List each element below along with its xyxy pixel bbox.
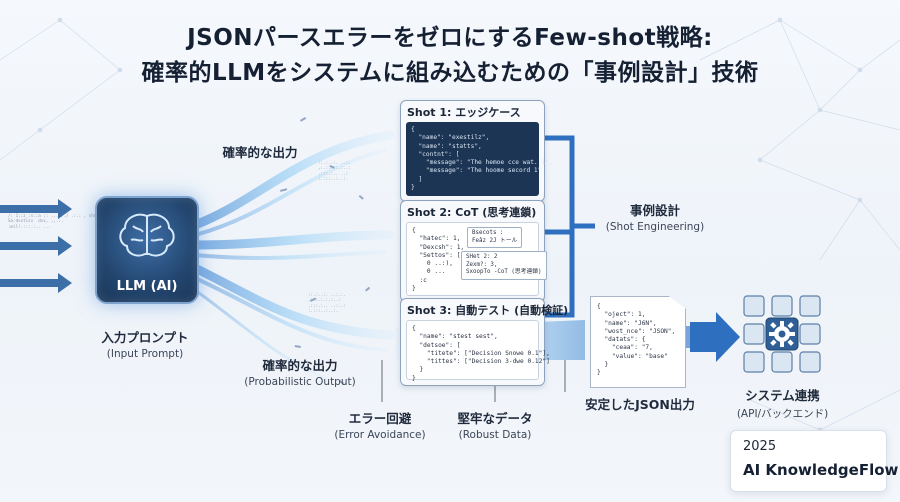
stable-json-ja: 安定したJSON出力 [585,397,695,412]
robust-data-label: 堅牢なデータ (Robust Data) [445,408,545,441]
output-json-code: { "oject": 1, "name": "J6N", "wost_nce":… [597,303,676,377]
system-integration-en: (API/バックエンド) [736,408,829,420]
system-integration-label: システム連携 (API/バックエンド) [725,385,840,421]
shot-card-2: Shot 2: CoT (思考連鎖) { "hatec": 1, "Dexcsh… [400,200,547,302]
probabilistic-streams [190,130,395,382]
shot-engineering-label: 事例設計 (Shot Engineering) [595,200,715,233]
shot-card-1: Shot 1: エッジケース { "name": "exestilz", "na… [400,100,553,202]
title-line-1: JSONパースエラーをゼロにするFew-shot戦略: [187,25,713,51]
brain-icon [119,213,175,257]
error-avoidance-ja: エラー回避 [348,411,412,426]
shot-bracket [545,135,595,318]
shot-1-title: Shot 1: エッジケース [407,106,521,119]
shot-2-title: Shot 2: CoT (思考連鎖) [407,206,537,219]
prob-output-bottom-ja: 確率的な出力 [262,358,338,373]
shot-3-code: { "name": "stest sest", "detsoe": [ "tit… [406,320,550,382]
prob-output-top-ja: 確率的な出力 [222,145,298,160]
robust-data-ja: 堅牢なデータ [457,411,533,426]
system-integration-ja: システム連携 [745,388,820,403]
noise-text-input: /: 1:;z_:s:;a ;: ... /./ .:.: , shet: Sa… [8,213,101,229]
prob-output-bottom-label: 確率的な出力 (Probabilistic Output) [220,355,380,388]
input-prompt-label: 入力プロンプト (Input Prompt) [70,327,220,360]
prob-output-bottom-en: (Probabilistic Output) [244,376,356,388]
input-prompt-ja: 入力プロンプト [101,330,189,345]
stable-json-label: 安定したJSON出力 [575,394,705,413]
llm-label: LLM (AI) [116,279,178,294]
noise-fragments [280,117,371,385]
title-line-2: 確率的LLMをシステムに組み込むための「事例設計」技術 [141,60,759,86]
footer-card: 2025 AI KnowledgeFlow [730,430,898,492]
footer-brand: AI KnowledgeFlow [743,461,899,479]
noise-text-bottom: ::.:..:. ..:.:. ,:.:.:.:.:..: .:::.:.. .… [308,292,346,314]
output-json-document: { "oject": 1, "name": "J6N", "wost_nce":… [590,296,686,388]
input-arrows [0,199,72,293]
noise-text-top: ::.:..:. ..:. ,:.:.:.:.:..: .:::.:.. ..:… [318,160,351,182]
system-gear-icon [743,295,821,373]
shot-3-title: Shot 3: 自動テスト (自動検証) [407,304,569,317]
shot-2-note-1: Bsecots : Feâz 2J トール [467,227,523,248]
footer-year: 2025 [743,439,777,454]
llm-box: LLM (AI) [95,196,199,304]
shot-2-note-2: SHet 2: 2 Zexm?: 3, SxoopTo -CoT (思考連鎖) [461,251,547,280]
shot-engineering-en: (Shot Engineering) [605,221,705,233]
robust-data-en: (Robust Data) [458,429,532,441]
shot-engineering-ja: 事例設計 [629,203,680,218]
error-avoidance-label: エラー回避 (Error Avoidance) [325,408,435,441]
input-prompt-en: (Input Prompt) [106,348,184,360]
shot-card-3: Shot 3: 自動テスト (自動検証) { "name": "stest se… [400,298,569,386]
error-avoidance-en: (Error Avoidance) [334,429,426,441]
shot-1-code: { "name": "exestilz", "name": "statts", … [406,122,553,196]
prob-output-top-label: 確率的な出力 [200,142,320,161]
